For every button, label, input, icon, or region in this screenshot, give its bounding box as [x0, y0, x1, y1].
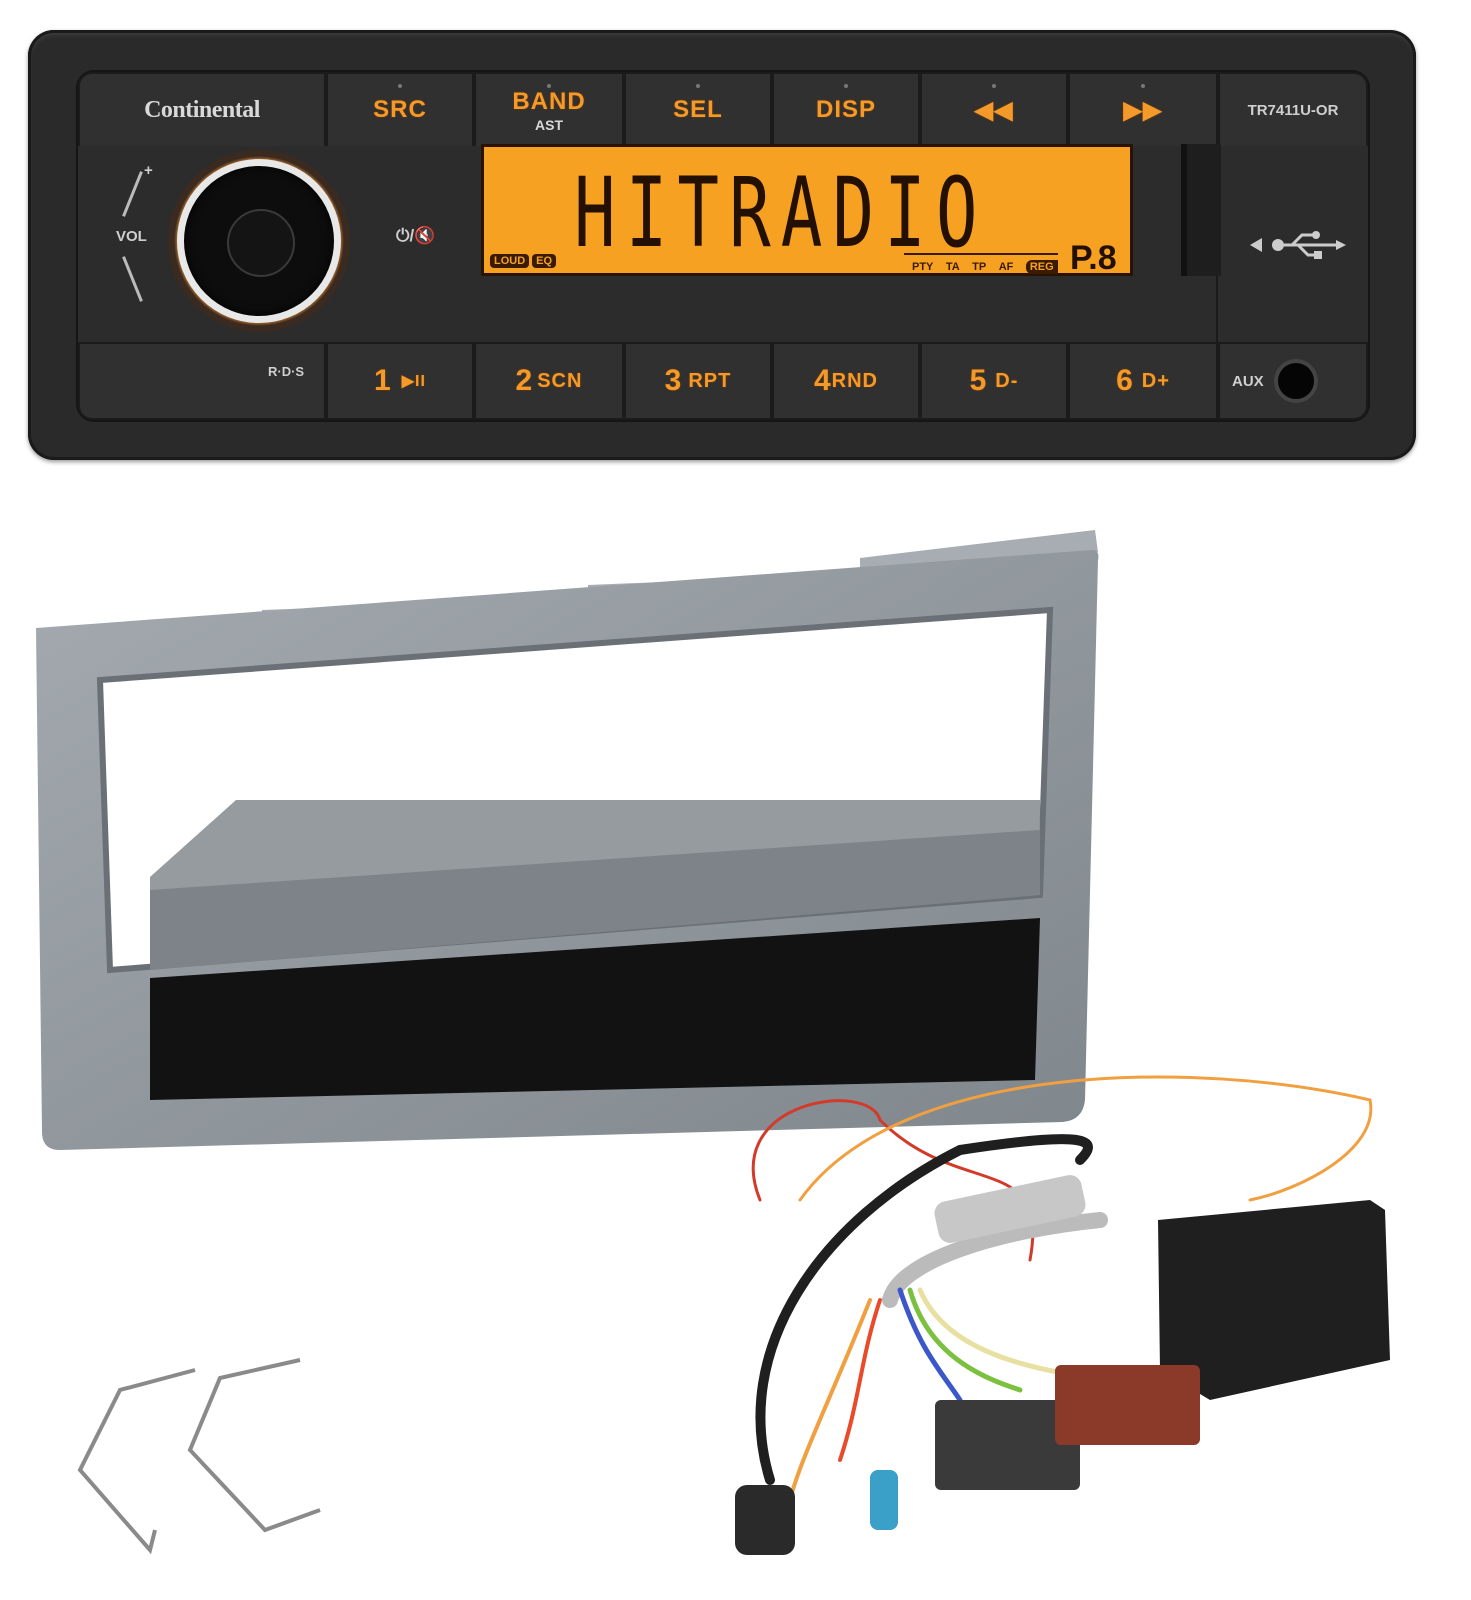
rds-logo: R·D·S [268, 364, 305, 379]
vol-plus-icon: + [144, 162, 153, 179]
brand-panel: Continental [78, 72, 326, 148]
vol-label: VOL [116, 228, 147, 245]
aux-label: AUX [1232, 372, 1264, 390]
play-pause-icon: ▶II [401, 373, 426, 390]
aux-panel: AUX [1218, 342, 1368, 420]
preset-number: P.8 [1070, 239, 1117, 277]
af-indicator: AF [998, 261, 1014, 273]
sel-button[interactable]: SEL [624, 72, 772, 148]
fast-forward-icon: ▶▶ [1123, 96, 1163, 124]
brand-logo: Continental [144, 96, 260, 123]
seek-back-button[interactable]: ◀◀ [920, 72, 1068, 148]
preset-1-button[interactable]: 1▶II [326, 342, 474, 420]
knob-push-button[interactable] [227, 209, 295, 277]
pty-indicator: PTY [912, 261, 934, 273]
usb-port-icon[interactable] [1248, 230, 1348, 265]
rewind-icon: ◀◀ [974, 96, 1014, 124]
radio-faceplate: Continental SRC BAND AST SEL DISP ◀◀ ▶▶ … [76, 70, 1370, 422]
model-panel: TR7411U-OR [1218, 72, 1368, 148]
loud-indicator: LOUD [490, 254, 530, 268]
rds-indicators: PTY TA TP AF REG [904, 253, 1058, 275]
aux-jack[interactable] [1273, 359, 1318, 403]
kit-illustration [36, 530, 1390, 1555]
band-button[interactable]: BAND AST [474, 72, 624, 148]
src-button[interactable]: SRC [326, 72, 474, 148]
release-keys [77, 1358, 321, 1555]
rds-panel: R·D·S [78, 342, 326, 420]
tp-indicator: TP [972, 261, 987, 273]
power-mute-icon: ⏻/🔇 [396, 226, 436, 245]
eq-indicator: EQ [532, 254, 557, 268]
disp-button[interactable]: DISP [772, 72, 920, 148]
reg-indicator: REG [1025, 260, 1058, 274]
card-slot [1181, 144, 1221, 276]
display-station-text: HITRADIO [574, 157, 988, 269]
mounting-frame [36, 530, 1099, 1150]
iso-adapter-harness [735, 1075, 1390, 1555]
car-radio: Continental SRC BAND AST SEL DISP ◀◀ ▶▶ … [28, 30, 1416, 460]
ta-indicator: TA [945, 261, 960, 273]
seek-forward-button[interactable]: ▶▶ [1068, 72, 1218, 148]
model-number: TR7411U-OR [1247, 101, 1339, 119]
